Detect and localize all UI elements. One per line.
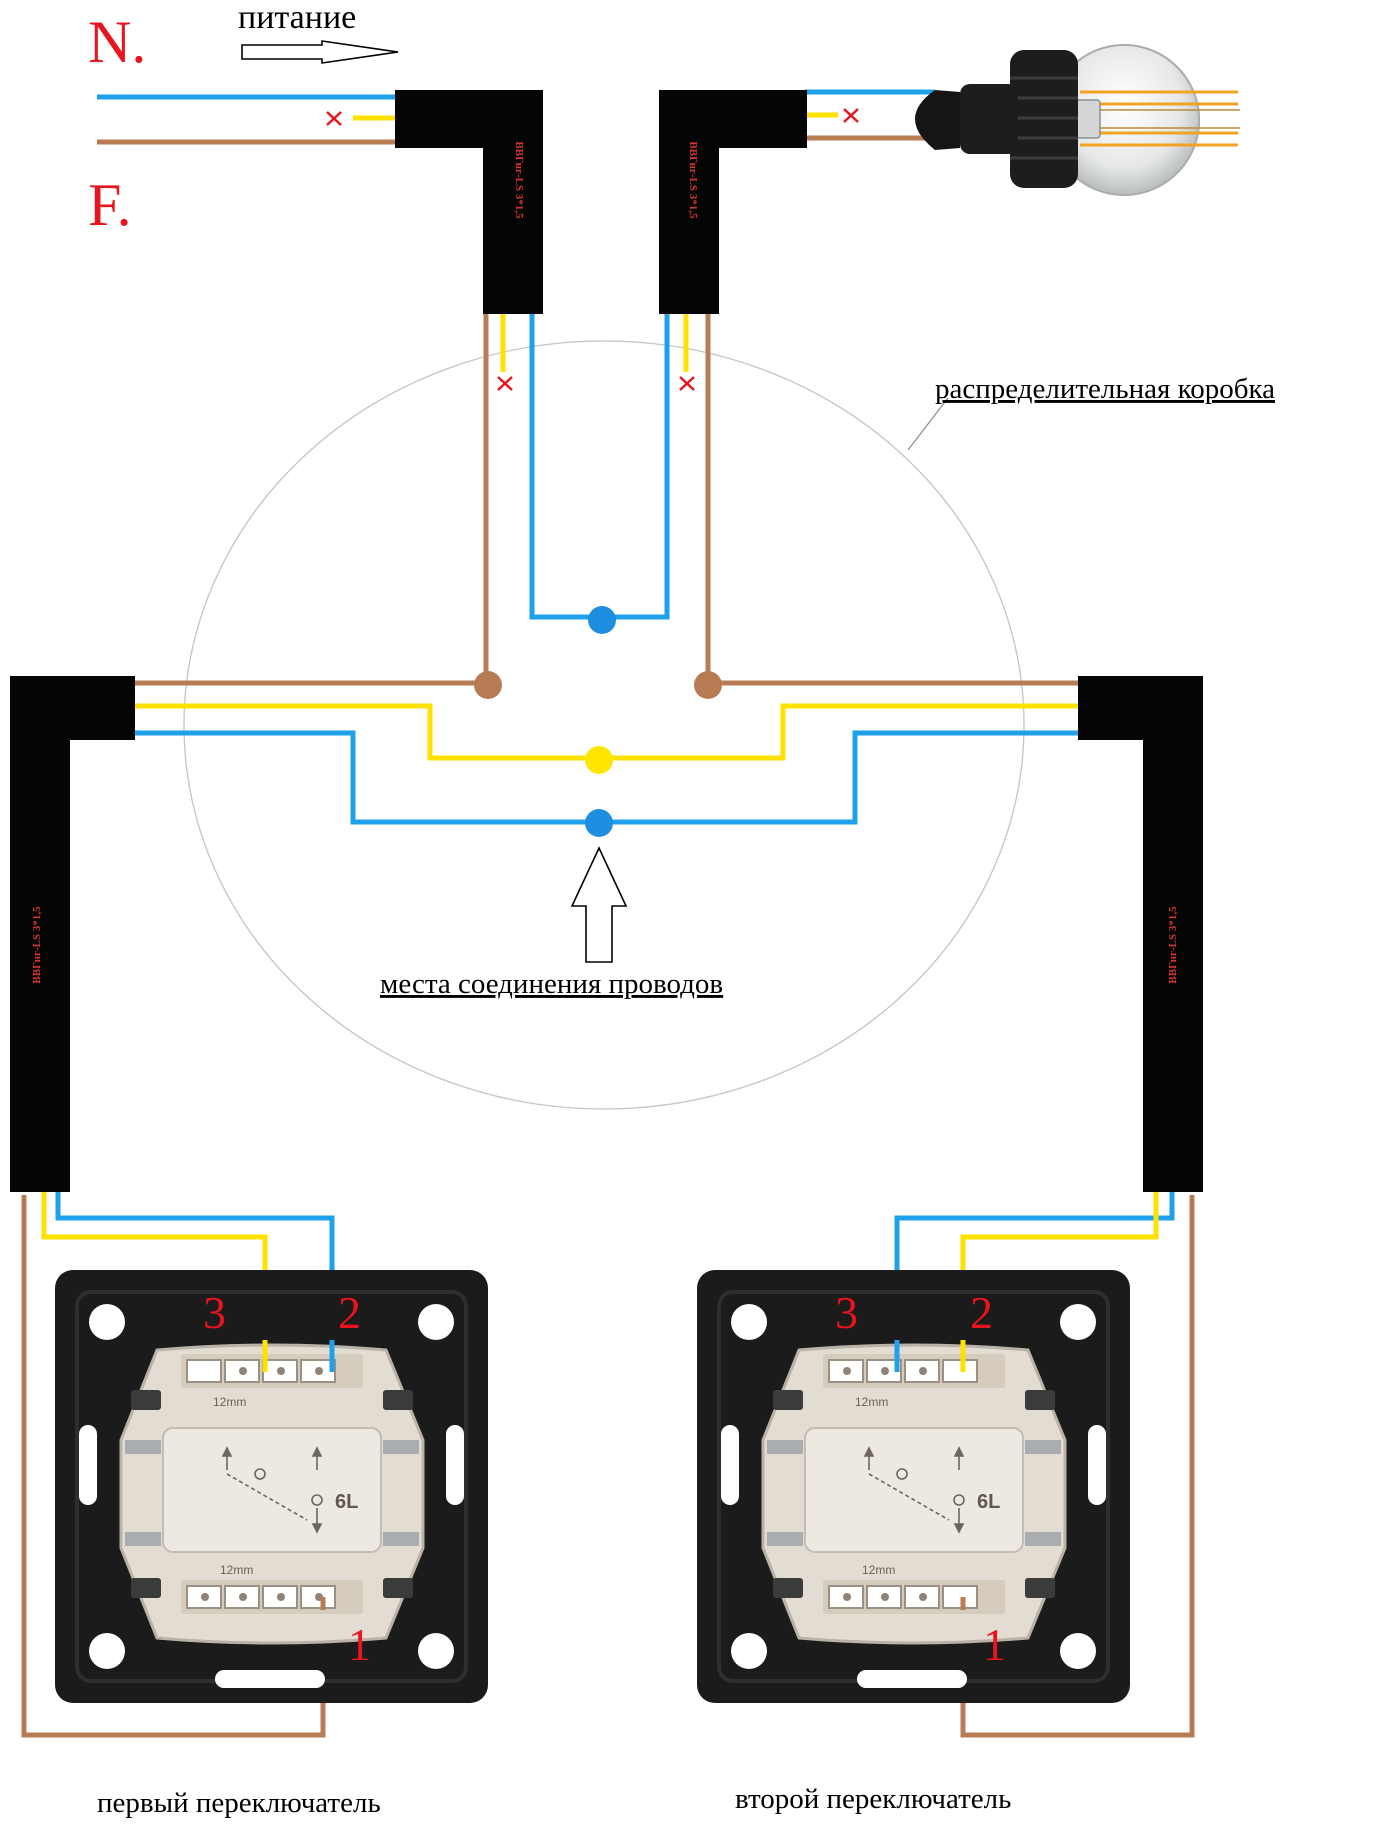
joint-phase-right — [694, 671, 722, 699]
first-switch-rating: 6L — [335, 1491, 358, 1513]
first-switch-bottom-spacing: 12mm — [220, 1563, 253, 1577]
phase-label: F. — [88, 172, 132, 238]
first-switch-top-spacing: 12mm — [213, 1395, 246, 1409]
connection-points-arrow — [570, 846, 628, 963]
light-bulb — [915, 44, 1240, 196]
second-switch-top-spacing: 12mm — [855, 1395, 888, 1409]
first-switch-terminal-1: 1 — [348, 1619, 371, 1670]
joint-traveller-yellow — [585, 746, 613, 774]
terminal-wire-ends — [262, 1340, 966, 1610]
cable-jackets — [10, 90, 1203, 1192]
junction-box-label: распределительная коробка — [935, 373, 1275, 405]
box-feed-wires — [483, 312, 711, 680]
first-switch-label: первый переключатель — [97, 1787, 381, 1819]
supply-earth-cut-mark — [326, 111, 342, 126]
cable-marking-lamp: ВВГнг-LS 3*1,5 — [687, 141, 699, 219]
wire-joints — [474, 606, 722, 837]
lamp-earth-cut-mark — [843, 108, 859, 123]
box-earth-cut-marks — [497, 376, 695, 391]
second-switch-terminal-1: 1 — [983, 1619, 1006, 1670]
connection-points-label: места соединения проводов — [380, 968, 723, 1000]
joint-phase-left — [474, 671, 502, 699]
cable-marking-first-switch: ВВГнг-LS 3*1,5 — [31, 906, 43, 984]
supply-direction-arrow — [241, 40, 399, 64]
first-switch-terminal-2: 2 — [338, 1287, 361, 1338]
first-switch: 12mm 6L 12mm — [55, 1270, 488, 1703]
second-switch-terminal-2: 2 — [970, 1287, 993, 1338]
lamp-wires — [805, 89, 935, 141]
second-switch-label: второй переключатель — [735, 1783, 1011, 1815]
junction-box-leader — [907, 397, 949, 451]
cable-markings: ВВГнг-LS 3*1,5 ВВГнг-LS 3*1,5 ВВГнг-LS 3… — [31, 141, 1179, 983]
cable-marking-supply: ВВГнг-LS 3*1,5 — [513, 141, 525, 219]
second-switch: 12mm 6L 12mm — [697, 1270, 1130, 1703]
supply-wires — [97, 94, 395, 145]
second-switch-bottom-spacing: 12mm — [862, 1563, 895, 1577]
second-switch-rating: 6L — [977, 1491, 1000, 1513]
junction-box-outline — [183, 340, 1025, 1110]
second-switch-terminal-3: 3 — [835, 1287, 858, 1338]
neutral-label: N. — [88, 9, 146, 75]
supply-label: питание — [238, 0, 356, 36]
joint-neutral-top — [588, 606, 616, 634]
joint-traveller-blue — [585, 809, 613, 837]
first-switch-terminal-3: 3 — [203, 1287, 226, 1338]
cable-marking-second-switch: ВВГнг-LS 3*1,5 — [1167, 906, 1179, 984]
